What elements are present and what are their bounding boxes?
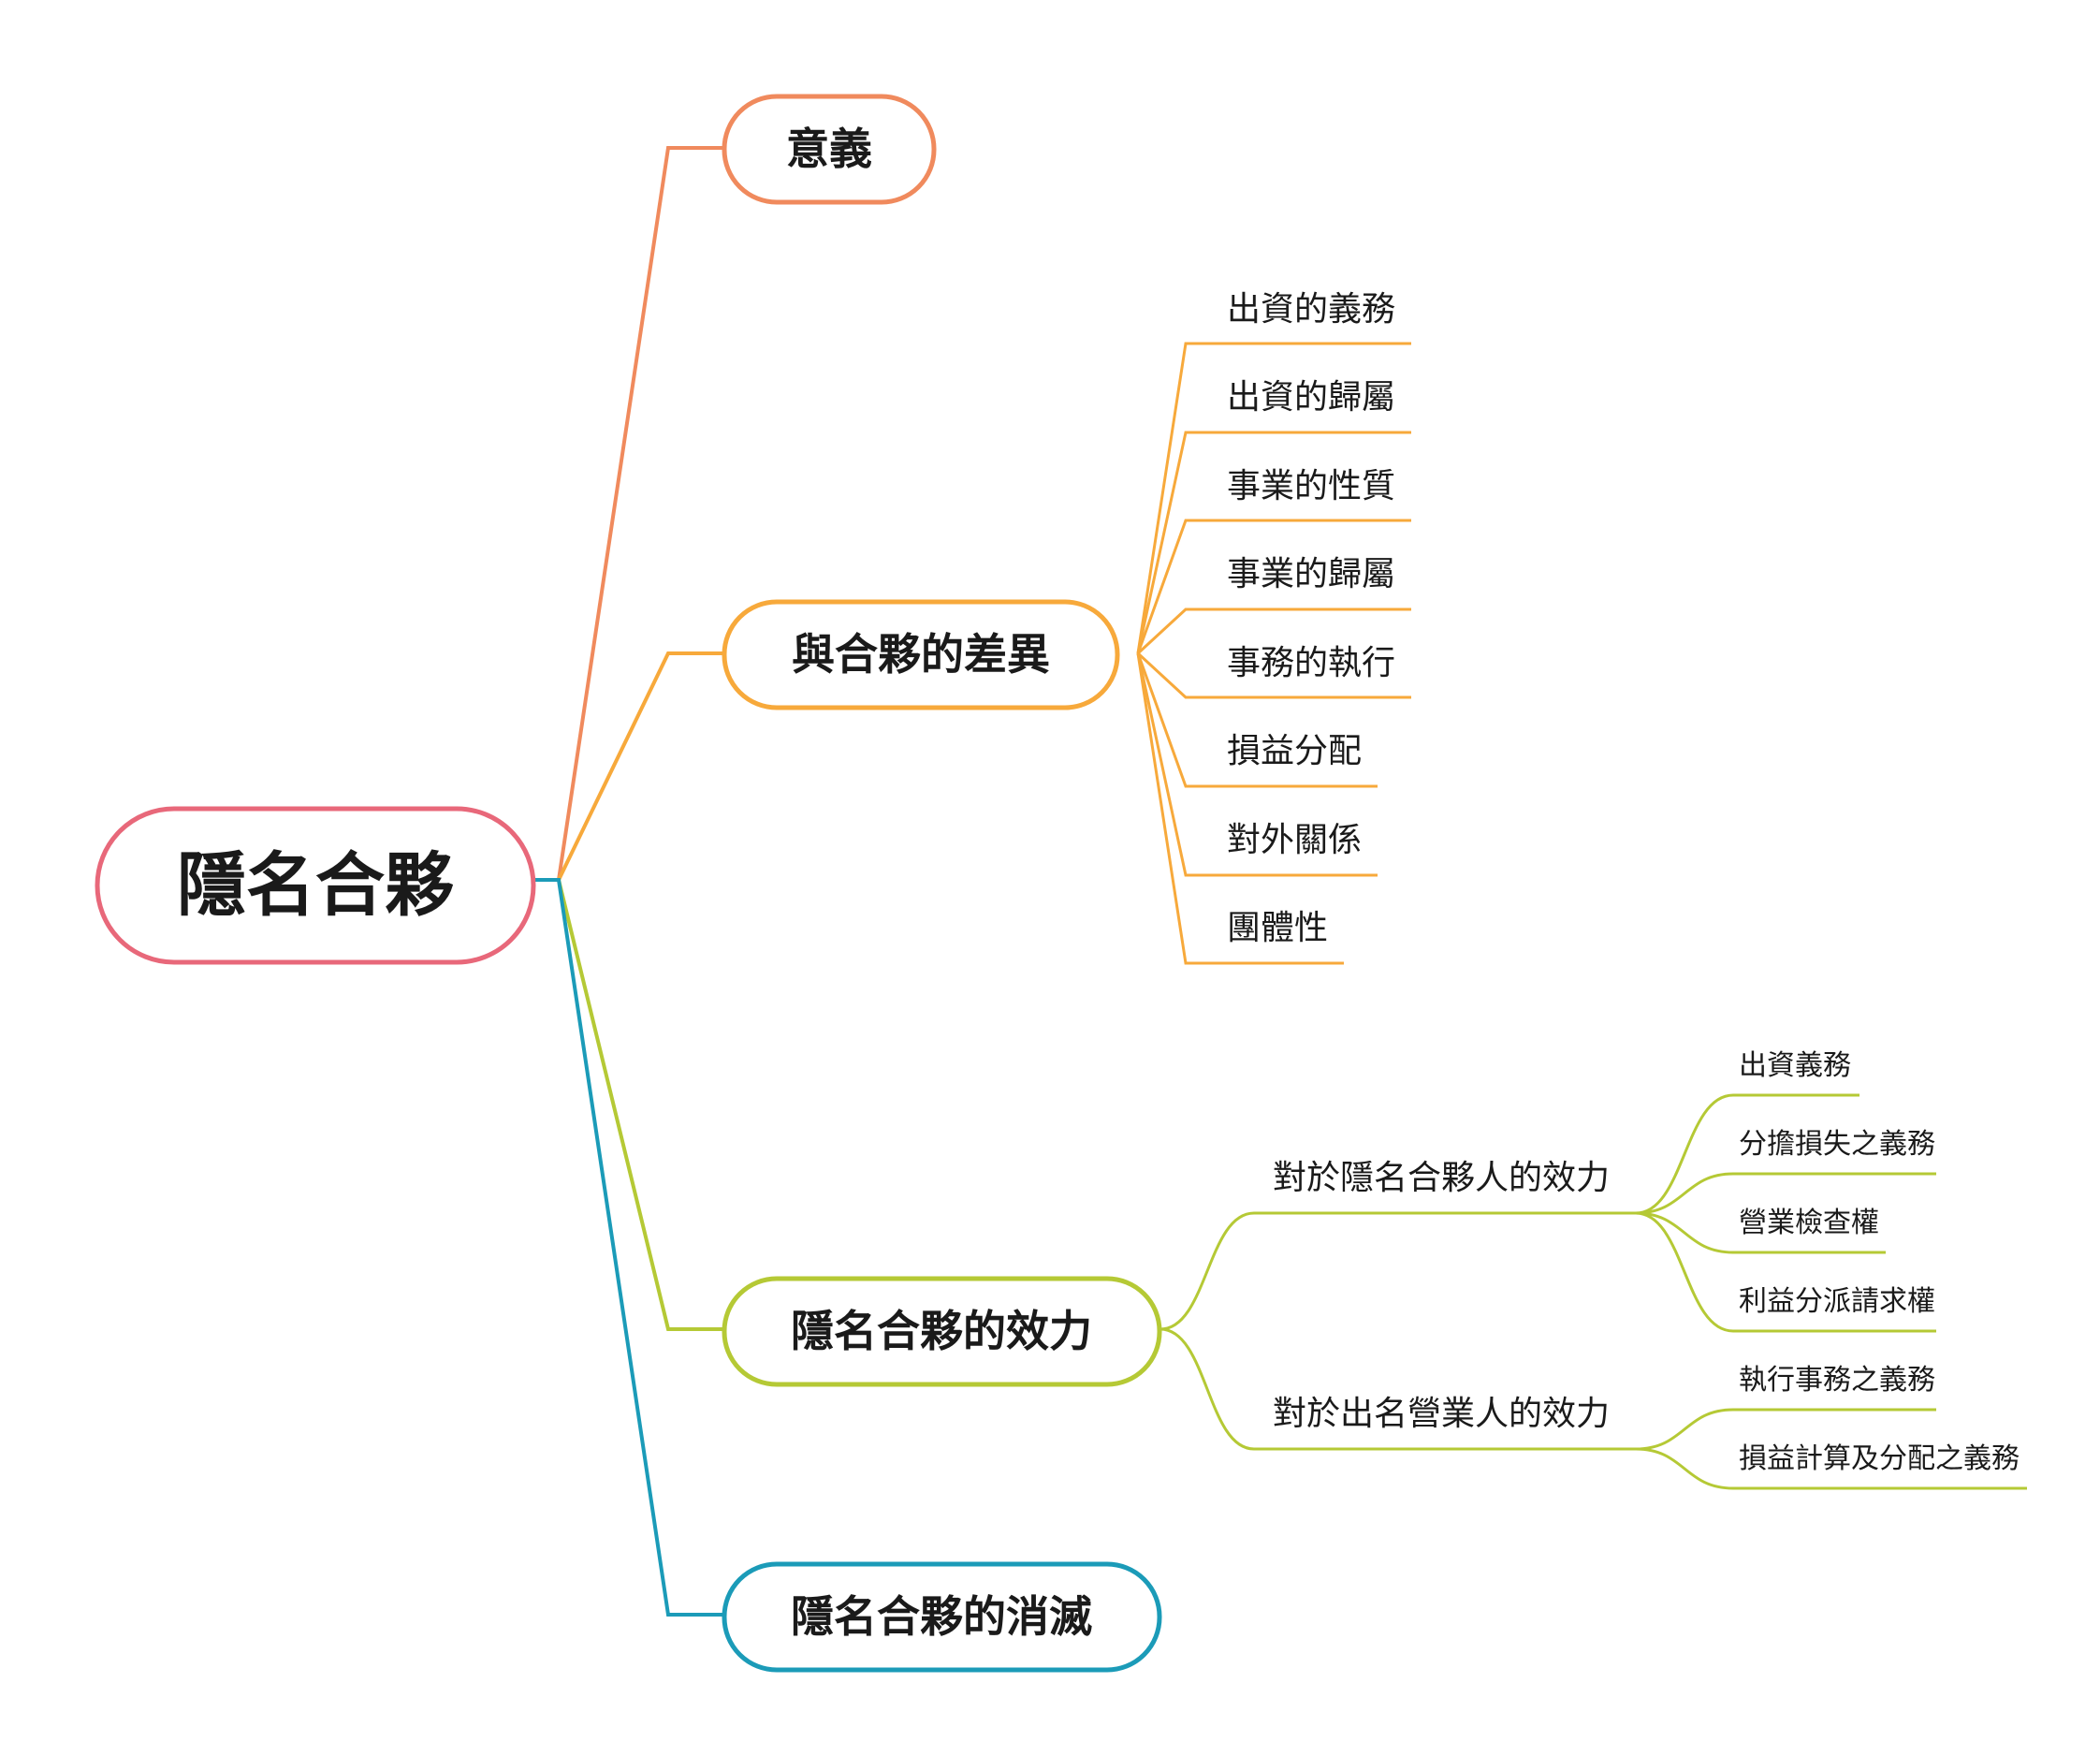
branch-dissolution-label: 隱名合夥的消滅 [791, 1591, 1092, 1642]
branch-meaning[interactable]: 意義 [722, 94, 937, 205]
branch-differences[interactable]: 與合夥的差異 [722, 599, 1120, 710]
differences-list: 出資的義務 出資的歸屬 事業的性質 事業的歸屬 事務的執行 損益分配 對外關係 … [1227, 290, 1395, 947]
connector-meaning [557, 146, 722, 881]
branch-effects[interactable]: 隱名合夥的效力 [722, 1276, 1162, 1387]
difference-item[interactable]: 出資的歸屬 [1227, 378, 1395, 417]
effects-leaves: 出資義務 分擔損失之義務 營業檢查權 利益分派請求權 執行事務之義務 損益計算及… [1739, 1049, 2020, 1475]
effect-leaf[interactable]: 分擔損失之義務 [1739, 1128, 1935, 1161]
effect-named-operator[interactable]: 對於出名營業人的效力 [1273, 1395, 1610, 1433]
connector-effects [557, 879, 722, 1331]
branch-effects-label: 隱名合夥的效力 [791, 1306, 1092, 1356]
difference-item[interactable]: 事業的性質 [1227, 467, 1395, 505]
branch-meaning-label: 意義 [786, 124, 872, 174]
difference-item[interactable]: 事務的執行 [1227, 644, 1395, 682]
difference-item[interactable]: 事業的歸屬 [1227, 555, 1395, 593]
effect-leaf[interactable]: 出資義務 [1739, 1049, 1851, 1082]
root-label: 隱名合夥 [177, 845, 454, 926]
branch-dissolution[interactable]: 隱名合夥的消滅 [722, 1561, 1162, 1673]
effects-connectors [1159, 1093, 2027, 1490]
difference-item[interactable]: 對外關係 [1227, 821, 1362, 859]
effect-leaf[interactable]: 執行事務之義務 [1739, 1364, 1935, 1397]
effect-leaf[interactable]: 利益分派請求權 [1739, 1285, 1935, 1318]
differences-connectors [1136, 342, 1411, 965]
connector-dissolution [532, 878, 722, 1617]
effect-leaf[interactable]: 損益計算及分配之義務 [1739, 1442, 2020, 1475]
difference-item[interactable]: 出資的義務 [1227, 290, 1395, 329]
connector-differences [557, 651, 722, 881]
root-node[interactable]: 隱名合夥 [95, 806, 536, 965]
difference-item[interactable]: 團體性 [1227, 909, 1328, 947]
effects-subnodes: 對於隱名合夥人的效力 對於出名營業人的效力 [1273, 1159, 1610, 1433]
effect-leaf[interactable]: 營業檢查權 [1739, 1207, 1879, 1239]
branch-differences-label: 與合夥的差異 [792, 629, 1050, 680]
difference-item[interactable]: 損益分配 [1227, 732, 1362, 770]
effect-silent-partner[interactable]: 對於隱名合夥人的效力 [1273, 1159, 1610, 1197]
